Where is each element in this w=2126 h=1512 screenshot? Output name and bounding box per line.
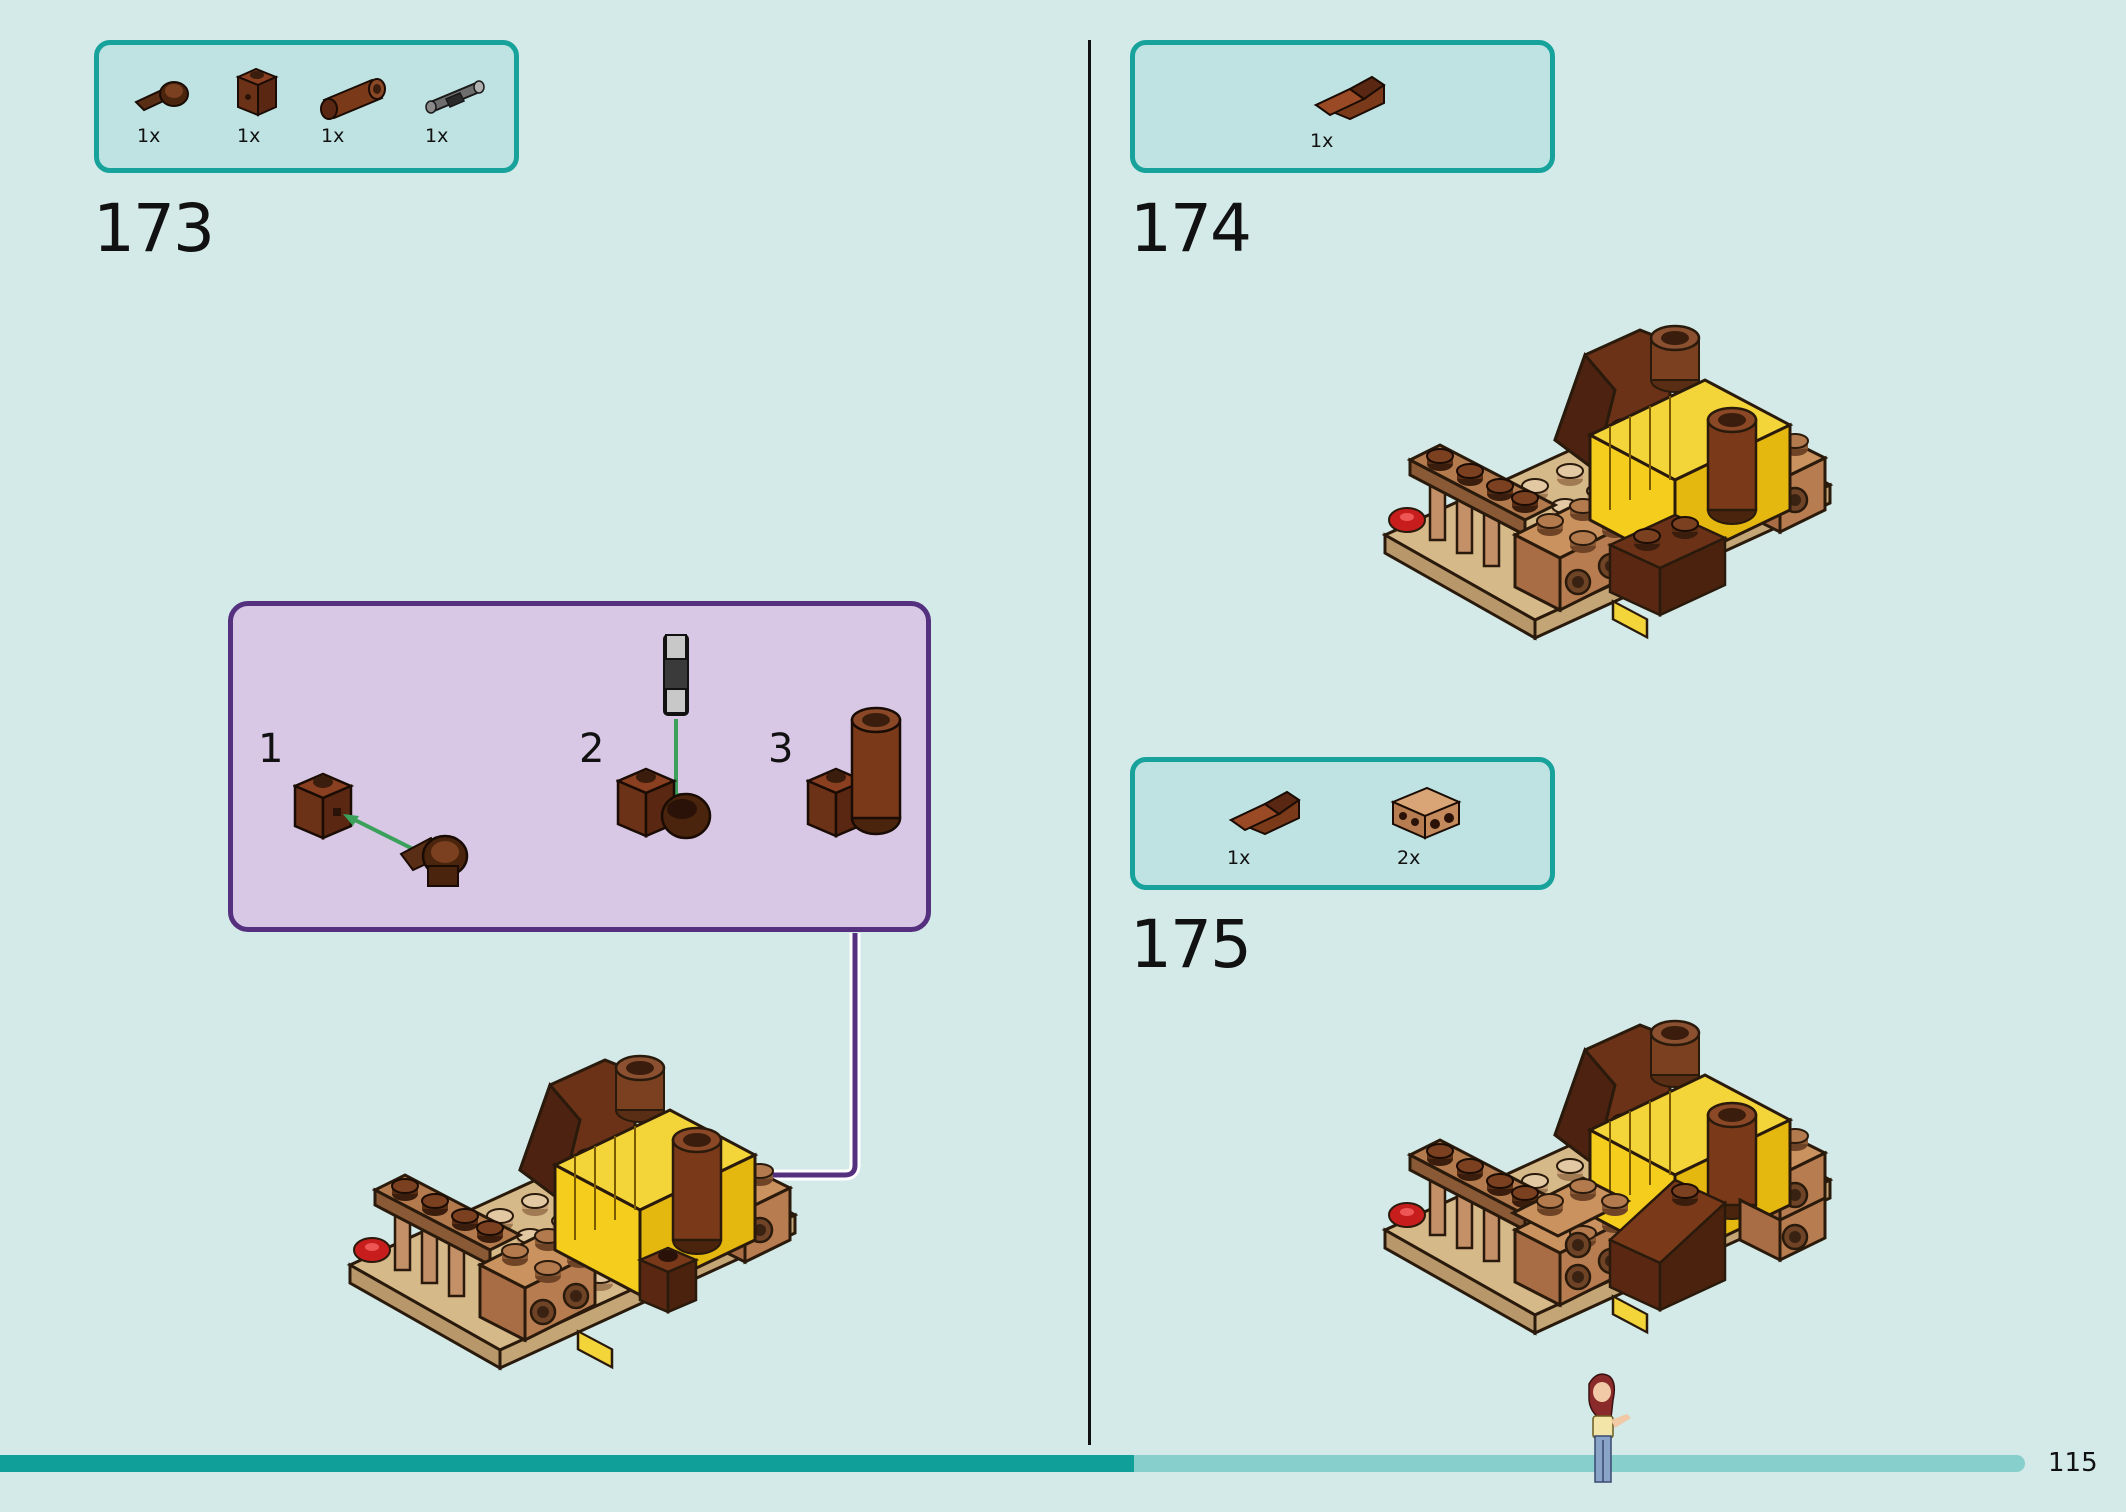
sub-step-1-illustration xyxy=(293,772,469,887)
parts-list-step-174: 1x xyxy=(1130,40,1555,173)
sub-step-3-illustration xyxy=(806,706,902,838)
step-number: 174 xyxy=(1130,190,1252,267)
grey-technic-pin-icon xyxy=(425,80,485,114)
qty-label: 1x xyxy=(1310,130,1334,152)
tan-brick-2x2-icon xyxy=(1390,786,1462,840)
step-173-model xyxy=(345,1010,805,1380)
qty-label: 1x xyxy=(137,125,161,147)
sub-step-number: 3 xyxy=(768,726,794,772)
sub-step-number: 2 xyxy=(579,726,605,772)
brown-slope-icon xyxy=(1313,75,1386,121)
brown-round-cylinder-icon xyxy=(320,78,386,120)
page-number: 115 xyxy=(2048,1448,2098,1478)
qty-label: 2x xyxy=(1397,847,1421,869)
step-174-model xyxy=(1380,315,1840,685)
parts-list-step-175: 1x 2x xyxy=(1130,757,1555,890)
qty-label: 1x xyxy=(425,125,449,147)
brown-slope-icon xyxy=(1228,790,1301,836)
brown-pin-connector-icon xyxy=(134,81,189,112)
step-number: 175 xyxy=(1130,906,1252,983)
page-divider xyxy=(1088,40,1091,1445)
step-175-model xyxy=(1380,1010,1840,1380)
progress-bar xyxy=(0,1455,2025,1472)
sub-assembly-callout: 1 2 3 xyxy=(228,601,931,932)
qty-label: 1x xyxy=(1227,847,1251,869)
step-number: 173 xyxy=(93,190,215,267)
sub-step-2-illustration xyxy=(616,634,712,840)
progress-bar-fill xyxy=(0,1455,1134,1472)
sub-step-number: 1 xyxy=(258,726,284,772)
brown-brick-with-hole-icon xyxy=(235,67,279,117)
minifigure-progress-marker-icon xyxy=(1588,1373,1631,1483)
parts-list-step-173: 1x 1x 1x 1x xyxy=(94,40,519,173)
qty-label: 1x xyxy=(237,125,261,147)
qty-label: 1x xyxy=(321,125,345,147)
